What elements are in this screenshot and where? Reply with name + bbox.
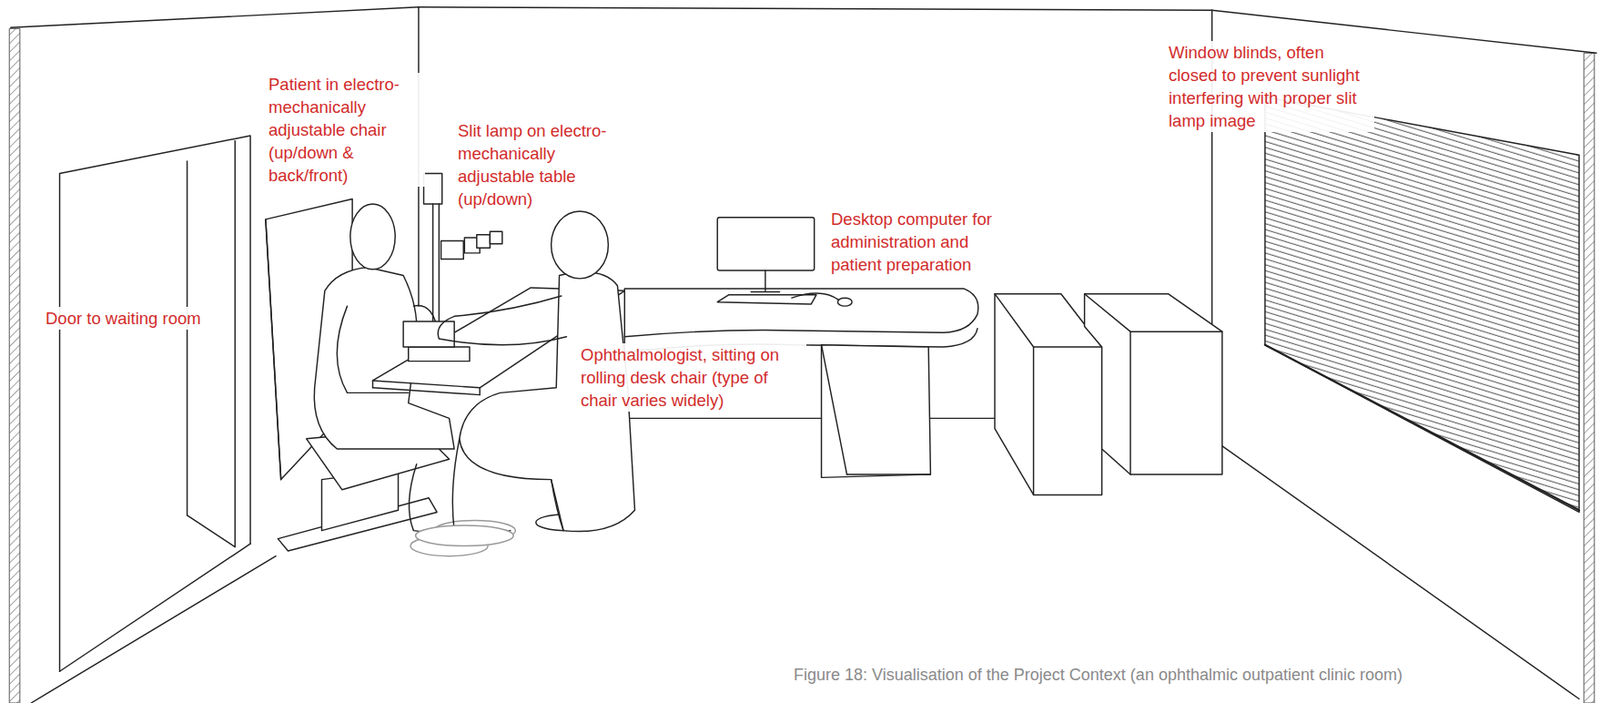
callout-label: Ophthalmologist, sitting on rolling desk…: [580, 343, 807, 412]
callout-label: Window blinds, often closed to prevent s…: [1168, 40, 1375, 132]
callout-label: Slit lamp on electro-mechanically adjust…: [457, 119, 624, 211]
callout-label: Patient in electro-mechanically adjustab…: [268, 72, 426, 187]
callout-label: Desktop computer for administration and …: [830, 207, 1018, 276]
figure-caption: Figure 18: Visualisation of the Project …: [793, 664, 1403, 685]
callout-label: Door to waiting room: [45, 306, 202, 330]
